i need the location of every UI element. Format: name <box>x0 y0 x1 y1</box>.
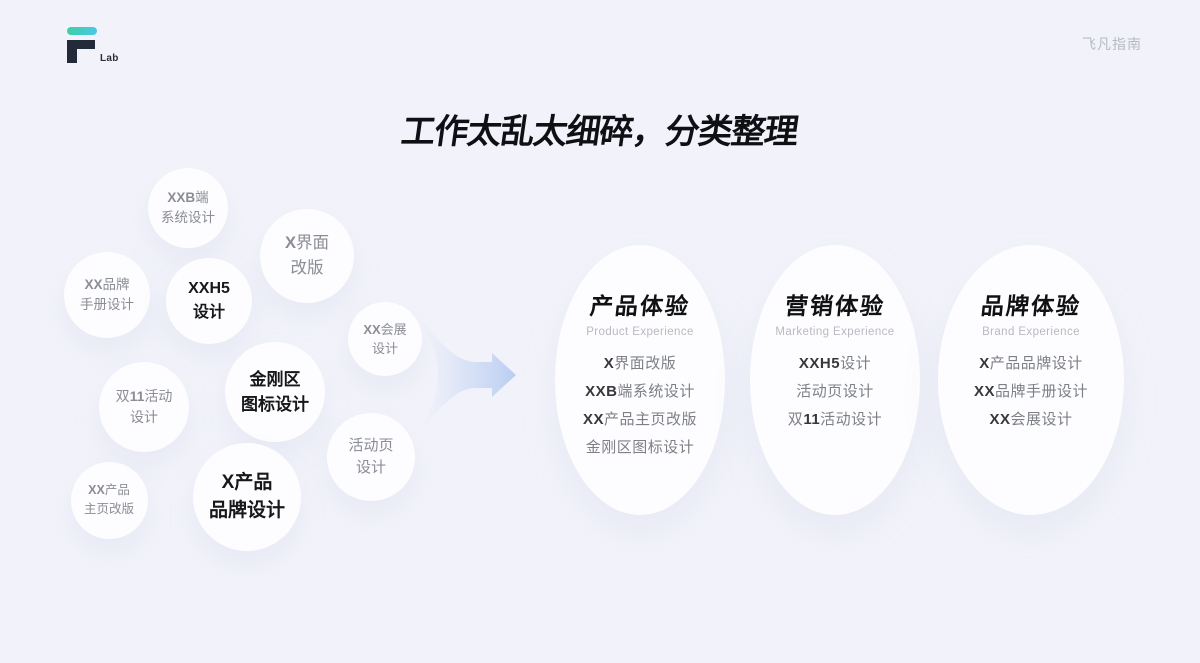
bubble-label: 金刚区图标设计 <box>241 369 309 415</box>
slide-title: 工作太乱太细碎，分类整理 <box>398 113 801 151</box>
bubble-label: XX会展设计 <box>363 321 407 357</box>
category-item: X产品品牌设计 <box>979 355 1083 372</box>
category-title: 品牌体验 <box>979 293 1083 319</box>
category-item-list: XXH5设计活动页设计双11活动设计 <box>750 350 920 434</box>
category-item: X界面改版 <box>603 355 677 372</box>
bubble-label: X界面改版 <box>284 234 329 277</box>
scatter-bubble: X产品品牌设计 <box>193 443 301 551</box>
category-item-list: X产品品牌设计 XX品牌手册设计 XX会展设计 <box>938 350 1124 434</box>
category-title: 营销体验 <box>783 293 887 319</box>
scatter-bubble: 活动页设计 <box>327 413 415 501</box>
bubble-label: XX品牌手册设计 <box>80 276 134 312</box>
category-subtitle: Product Experience <box>586 326 694 338</box>
logo-f-mark-icon <box>67 40 95 63</box>
category-title: 产品体验 <box>588 293 692 319</box>
category-item: 双11活动设计 <box>787 411 883 428</box>
category-item: XX产品主页改版 <box>582 411 698 428</box>
brand-logo: Lab <box>67 26 147 66</box>
scatter-bubble: XX品牌手册设计 <box>64 252 150 338</box>
scatter-bubble: XXB端系统设计 <box>148 168 228 248</box>
category-item-list: X界面改版 XXB端系统设计 XX产品主页改版金刚区图标设计 <box>555 350 725 462</box>
bubble-label: X产品品牌设计 <box>208 471 285 522</box>
brand-watermark: 飞凡指南 <box>1082 36 1142 52</box>
scatter-bubble: X界面改版 <box>260 209 354 303</box>
category-subtitle: Brand Experience <box>982 326 1080 338</box>
scatter-bubble: 金刚区图标设计 <box>225 342 325 442</box>
category-item: XXH5设计 <box>798 355 872 372</box>
logo-label: Lab <box>100 53 119 64</box>
scatter-bubble: XX产品主页改版 <box>70 461 148 539</box>
category-item: 金刚区图标设计 <box>585 439 695 456</box>
bubble-label: XXB端系统设计 <box>161 189 215 225</box>
merge-arrow-icon <box>412 308 516 442</box>
category-item: XXB端系统设计 <box>585 383 695 400</box>
category-subtitle: Marketing Experience <box>775 326 895 338</box>
bubble-label: XX产品主页改版 <box>83 483 134 516</box>
category-item: 活动页设计 <box>796 383 874 400</box>
category-item: XX品牌手册设计 <box>973 383 1089 400</box>
scatter-bubble: XX会展设计 <box>348 302 422 376</box>
logo-gradient-bar-icon <box>67 27 97 35</box>
scatter-bubble: 双11活动设计 <box>99 362 189 452</box>
bubble-label: 双11活动设计 <box>115 388 173 425</box>
category-item: XX会展设计 <box>989 411 1073 428</box>
bubble-label: 活动页设计 <box>348 436 394 477</box>
